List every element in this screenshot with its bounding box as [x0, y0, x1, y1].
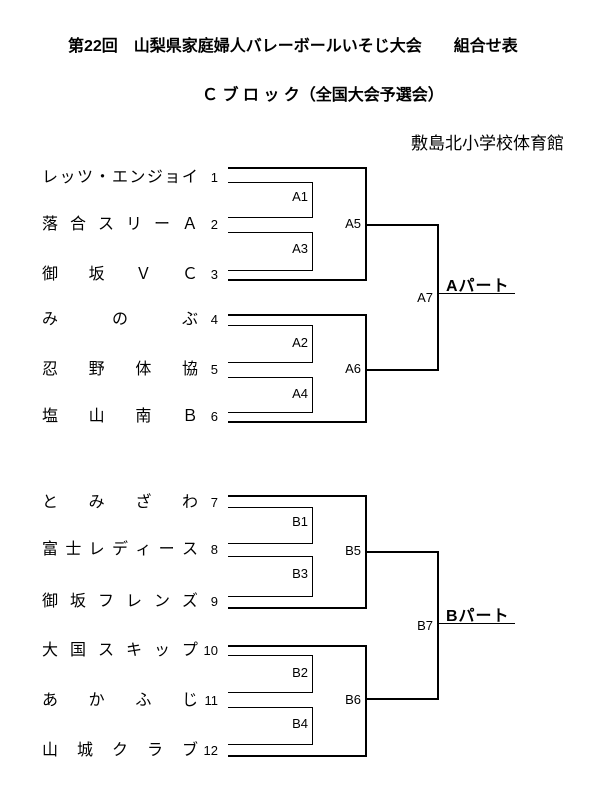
team-seed: 7: [210, 495, 218, 510]
page-title: 第22回 山梨県家庭婦人バレーボールいそじ大会 組合せ表: [68, 38, 518, 55]
match-label-a4: A4: [292, 386, 308, 401]
match-label-a6: A6: [345, 361, 361, 376]
bracket-a6-shape: [228, 314, 367, 423]
match-label-b4: B4: [292, 716, 308, 731]
match-label-a7: A7: [417, 290, 433, 305]
team-name: あかふじ: [42, 692, 198, 709]
team-seed: 12: [203, 743, 218, 758]
bracket-b6-shape: [228, 645, 367, 757]
team-name: レッツ・エンジョイ: [42, 169, 198, 186]
team-seed: 2: [210, 217, 218, 232]
match-label-a3: A3: [292, 241, 308, 256]
match-label-b1: B1: [292, 514, 308, 529]
match-b1-shape: [228, 507, 313, 544]
team-seed: 9: [210, 594, 218, 609]
team-seed: 3: [210, 267, 218, 282]
match-label-b6: B6: [345, 692, 361, 707]
match-b2-shape: [228, 655, 313, 693]
match-label-a1: A1: [292, 189, 308, 204]
match-a4-shape: [228, 377, 313, 413]
team-name: 富士レディース: [42, 541, 198, 558]
part-b-label: Bパート: [446, 608, 510, 625]
a-winner-line: [439, 293, 515, 294]
match-a1-shape: [228, 182, 313, 218]
block-subtitle: Ｃ ブ ロ ッ ク（全国大会予選会）: [202, 87, 444, 104]
team-seed: 1: [210, 170, 218, 185]
team-name: 山城クラブ: [42, 742, 198, 759]
team-name: 大国スキップ: [42, 642, 198, 659]
bracket-a7-shape: [366, 224, 439, 371]
match-label-b3: B3: [292, 566, 308, 581]
match-label-b7: B7: [417, 618, 433, 633]
match-label-b2: B2: [292, 665, 308, 680]
team-name: 忍野体協: [42, 361, 198, 378]
team-name: とみざわ: [42, 494, 198, 511]
team-name: みのぶ: [42, 311, 198, 328]
team-seed: 6: [210, 409, 218, 424]
team-seed: 11: [204, 693, 219, 708]
team-seed: 5: [210, 362, 218, 377]
match-label-b5: B5: [345, 543, 361, 558]
team-seed: 4: [210, 312, 218, 327]
bracket-b7-shape: [366, 551, 439, 700]
team-seed: 8: [210, 542, 218, 557]
match-a3-shape: [228, 232, 313, 271]
match-b4-shape: [228, 707, 313, 745]
team-name: 御坂フレンズ: [42, 593, 198, 610]
part-a-label: Aパート: [446, 278, 510, 295]
match-label-a5: A5: [345, 216, 361, 231]
b-winner-line: [439, 623, 515, 624]
match-b3-shape: [228, 556, 313, 597]
match-label-a2: A2: [292, 335, 308, 350]
team-seed: 10: [203, 643, 218, 658]
match-a2-shape: [228, 325, 313, 363]
venue-label: 敷島北小学校体育館: [411, 134, 564, 153]
